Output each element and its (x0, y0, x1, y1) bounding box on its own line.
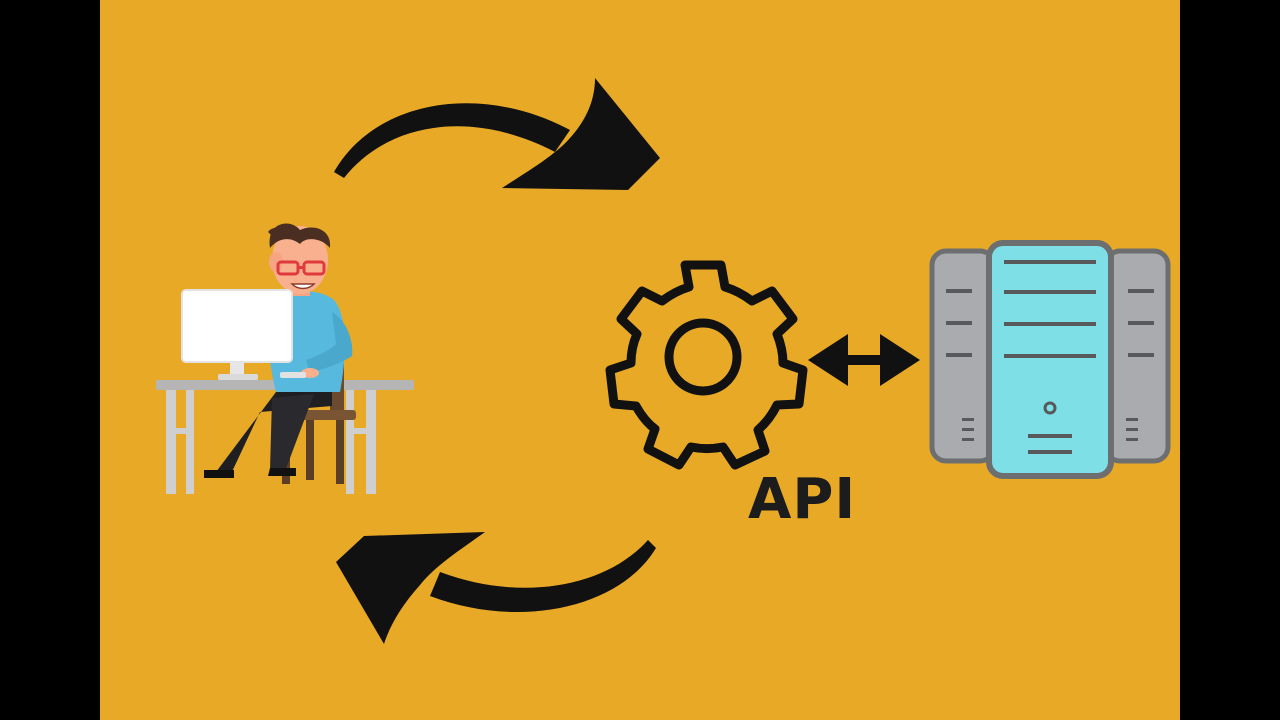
double-arrow-icon (808, 334, 920, 386)
diagram-svg (100, 0, 1180, 720)
diagram-canvas: API (100, 0, 1180, 720)
server-icon (929, 240, 1171, 479)
curved-arrow-left-icon (336, 532, 656, 644)
person-at-computer-icon (156, 223, 414, 494)
api-label: API (748, 467, 857, 532)
curved-arrow-right-icon (334, 78, 660, 190)
gear-icon (605, 260, 808, 470)
